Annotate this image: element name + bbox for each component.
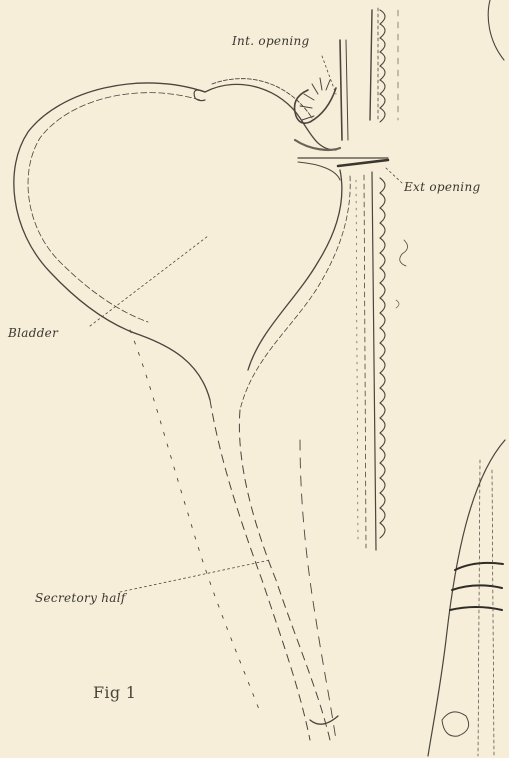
bladder	[14, 79, 340, 400]
body-wall	[356, 8, 408, 550]
adjacent-tissue	[428, 440, 505, 756]
leader-lines	[90, 56, 402, 592]
label-secretory-half: Secretory half	[35, 591, 126, 605]
figure-number: Fig 1	[93, 683, 136, 702]
corner-tissue	[488, 0, 504, 60]
label-ext-opening: Ext opening	[404, 180, 480, 194]
label-int-opening: Int. opening	[232, 34, 310, 48]
label-bladder: Bladder	[8, 326, 58, 340]
external-opening	[240, 158, 388, 410]
internal-opening-funnel	[295, 40, 349, 140]
secretory-half	[130, 330, 338, 740]
